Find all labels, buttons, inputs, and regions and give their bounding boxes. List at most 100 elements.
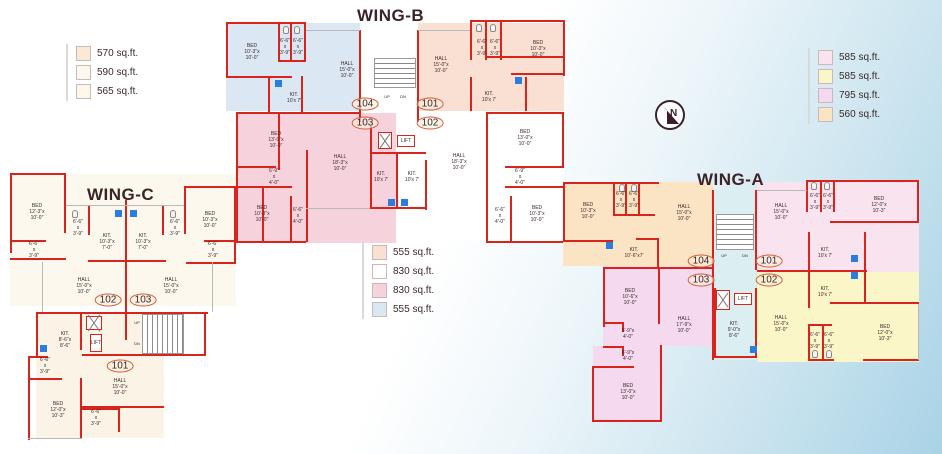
room-label: 6'-6" x 3'-9" — [280, 38, 290, 56]
room-label: KIT. 10'x 7' — [817, 247, 833, 259]
room-label: KIT. 10'x 7' — [286, 92, 302, 104]
unit-number-b103: 103 — [351, 116, 379, 130]
room-label: 6'-9"x 4'-0" — [621, 350, 635, 362]
sink-icon — [401, 199, 408, 206]
toilet-icon — [811, 182, 817, 190]
room-label: BED 10'-3"x 10'-0" — [529, 205, 545, 223]
room-label: KIT. 10'x 7' — [817, 286, 833, 298]
unit-number-a104: 104 — [687, 254, 715, 268]
lift-a: LIFT — [734, 293, 752, 305]
legend-wing-c: 570 sq.ft. 590 sq.ft. 565 sq.ft. — [66, 44, 138, 101]
unit-number-a101: 101 — [755, 254, 783, 268]
legend-item: 555 sq.ft. — [372, 300, 434, 319]
room-label: 6'-6" x 3'-9" — [170, 219, 180, 237]
lift-shaft-c — [86, 316, 102, 330]
legend-item: 585 sq.ft. — [818, 48, 880, 67]
toilet-icon — [631, 184, 637, 192]
lift-shaft-b — [378, 132, 392, 149]
room-label: BED 10'-3"x 10'-0" — [244, 43, 260, 61]
room-label: HALL 15'-0"x 10'-0" — [676, 204, 692, 222]
toilet-icon — [476, 24, 482, 32]
room-label: KIT. 8'-6"x 8'-6" — [58, 331, 72, 349]
sink-icon — [115, 210, 122, 217]
flat-a101 — [757, 182, 919, 272]
room-label: BED 10'-3"x 10'-0" — [202, 211, 218, 229]
room-label: BED 13'-0"x 10'-0" — [517, 129, 533, 147]
room-label: 6'-6" x 3'-9" — [29, 241, 39, 259]
room-label: 6'-6" x 3'-9" — [810, 332, 820, 350]
toilet-icon — [283, 26, 289, 34]
room-label: 6'-6" x 3'-9" — [293, 38, 303, 56]
room-label: BED 13'-0"x 10'-0" — [620, 383, 636, 401]
toilet-icon — [170, 210, 176, 218]
room-label: 6'-6" x 3'-9" — [629, 191, 639, 209]
sink-icon — [388, 199, 395, 206]
legend-item: 570 sq.ft. — [76, 44, 138, 63]
room-label: BED 12'-0"x 10'-3" — [871, 196, 887, 214]
room-label: 6'-9" x 4'-0" — [269, 168, 279, 186]
toilet-icon — [72, 210, 78, 218]
room-label: HALL 18'-3"x 10'-0" — [451, 153, 467, 171]
room-label: 6'-6" x 3'-9" — [616, 191, 626, 209]
unit-number-b104: 104 — [351, 97, 379, 111]
room-label: KIT. 10'-3"x 7'-0" — [99, 233, 115, 251]
room-label: HALL 15'-0"x 10'-0" — [339, 61, 355, 79]
room-label: 6'-6" x 3'-9" — [823, 193, 833, 211]
room-label: KIT. 10'x 7' — [481, 91, 497, 103]
toilet-icon — [812, 350, 818, 358]
sink-icon — [130, 210, 137, 217]
room-label: BED 13'-0"x 10'-0" — [268, 131, 284, 149]
room-label: HALL 15'-0"x 10'-0" — [773, 315, 789, 333]
legend-item: 560 sq.ft. — [818, 105, 880, 124]
room-label: 6'-9"x 4'-0" — [621, 328, 635, 340]
room-label: 6'-6" x 3'-9" — [40, 357, 50, 375]
toilet-icon — [294, 26, 300, 34]
flat-b101 — [418, 23, 564, 111]
lift-shaft-a — [716, 290, 730, 310]
room-label: BED 12'-0"x 10'-3" — [50, 401, 66, 419]
room-label: 6'-6" x 3'-9" — [477, 39, 487, 57]
room-label: HALL 18'-3"x 10'-0" — [332, 154, 348, 172]
unit-number-b101: 101 — [416, 97, 444, 111]
sink-icon — [750, 346, 757, 353]
legend-item: 830 sq.ft. — [372, 262, 434, 281]
wing-a-title: WING-A — [697, 170, 765, 189]
room-label: KIT. 10'-6"x7' — [624, 247, 644, 259]
room-label: KIT. 9'-0"x 8'-6" — [727, 321, 741, 339]
sink-icon — [515, 77, 522, 84]
room-label: KIT. 10'x 7' — [404, 171, 420, 183]
north-compass-icon: N — [655, 100, 685, 130]
room-label: 6'-6" x 3'-9" — [73, 219, 83, 237]
room-label: BED 10'-6"x 10'-0" — [622, 288, 638, 306]
legend-item: 795 sq.ft. — [818, 86, 880, 105]
flat-a102 — [757, 272, 919, 362]
room-label: 6'-6" x 3'-9" — [824, 332, 834, 350]
toilet-icon — [619, 184, 625, 192]
room-label: HALL 17'-9"x 10'-0" — [676, 316, 692, 334]
lift-b: LIFT — [397, 135, 415, 147]
unit-number-c102: 102 — [94, 293, 122, 307]
toilet-icon — [824, 182, 830, 190]
legend-item: 565 sq.ft. — [76, 82, 138, 101]
unit-number-a102: 102 — [755, 273, 783, 287]
room-label: 6'-6" x 4'-0" — [293, 207, 303, 225]
room-label: 6'-6" x 3'-9" — [810, 193, 820, 211]
room-label: BED 10'-3"x 10'-0" — [580, 202, 596, 220]
room-label: BED 10'-3"x 10'-0" — [530, 40, 546, 58]
room-label: 6'-9" x 4'-0" — [515, 168, 525, 186]
toilet-icon — [826, 350, 832, 358]
room-label: BED 12'-3"x 10'-0" — [29, 203, 45, 221]
wing-c-title: WING-C — [87, 185, 155, 204]
room-label: HALL 15'-0"x 10'-0" — [433, 56, 449, 74]
room-label: 6'-6" x 3'-9" — [208, 241, 218, 259]
legend-item: 555 sq.ft. — [372, 243, 434, 262]
unit-number-c103: 103 — [129, 293, 157, 307]
sink-icon — [851, 272, 858, 279]
legend-wing-b: 555 sq.ft. 830 sq.ft. 830 sq.ft. 555 sq.… — [362, 243, 434, 319]
sink-icon — [851, 255, 858, 262]
room-label: HALL 15'-0"x 10'-0" — [112, 378, 128, 396]
room-label: 6'-6" x 4'-0" — [495, 207, 505, 225]
flat-b104 — [226, 23, 360, 111]
room-label: HALL 15'-0"x 10'-0" — [163, 277, 179, 295]
room-label: 6'-6" x 3'-9" — [490, 39, 500, 57]
